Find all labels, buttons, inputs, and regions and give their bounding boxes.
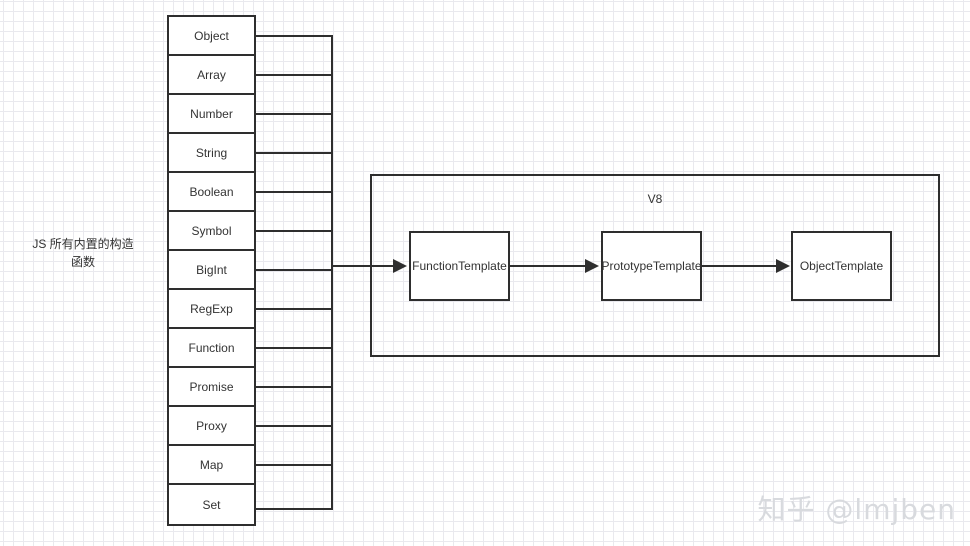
- connector-line: [256, 191, 333, 193]
- connector-line: [256, 508, 333, 510]
- connector-line: [256, 464, 333, 466]
- list-item: Boolean: [169, 173, 254, 212]
- connector-line: [256, 386, 333, 388]
- prototype-to-object-arrow-line: [701, 265, 777, 267]
- list-item: BigInt: [169, 251, 254, 290]
- list-item: Map: [169, 446, 254, 485]
- prototype-template-box: PrototypeTemplate: [601, 231, 702, 301]
- source-label: JS 所有内置的构造 函数: [32, 237, 134, 269]
- bus-to-v8-arrow-line: [331, 265, 401, 267]
- connector-line: [256, 425, 333, 427]
- watermark: 知乎 @lmjben: [757, 493, 956, 526]
- list-item: Proxy: [169, 407, 254, 446]
- connector-line: [256, 35, 333, 37]
- list-item: Function: [169, 329, 254, 368]
- list-item: Promise: [169, 368, 254, 407]
- v8-title: V8: [647, 192, 663, 206]
- object-template-box: ObjectTemplate: [791, 231, 892, 301]
- connector-line: [256, 152, 333, 154]
- list-item: Array: [169, 56, 254, 95]
- list-item: RegExp: [169, 290, 254, 329]
- list-item: String: [169, 134, 254, 173]
- constructor-list: Object Array Number String Boolean Symbo…: [167, 15, 256, 526]
- function-to-prototype-arrow-head-icon: [585, 259, 599, 273]
- list-item: Set: [169, 485, 254, 524]
- function-template-box: FunctionTemplate: [409, 231, 510, 301]
- connector-line: [256, 347, 333, 349]
- prototype-to-object-arrow-head-icon: [776, 259, 790, 273]
- connector-line: [256, 269, 333, 271]
- bus-to-v8-arrow-head-icon: [393, 259, 407, 273]
- list-item: Symbol: [169, 212, 254, 251]
- connector-line: [256, 74, 333, 76]
- connector-bus-line: [331, 35, 333, 509]
- connector-line: [256, 308, 333, 310]
- connector-line: [256, 230, 333, 232]
- v8-container: V8: [370, 174, 940, 357]
- connector-line: [256, 113, 333, 115]
- list-item: Object: [169, 17, 254, 56]
- list-item: Number: [169, 95, 254, 134]
- function-to-prototype-arrow-line: [510, 265, 587, 267]
